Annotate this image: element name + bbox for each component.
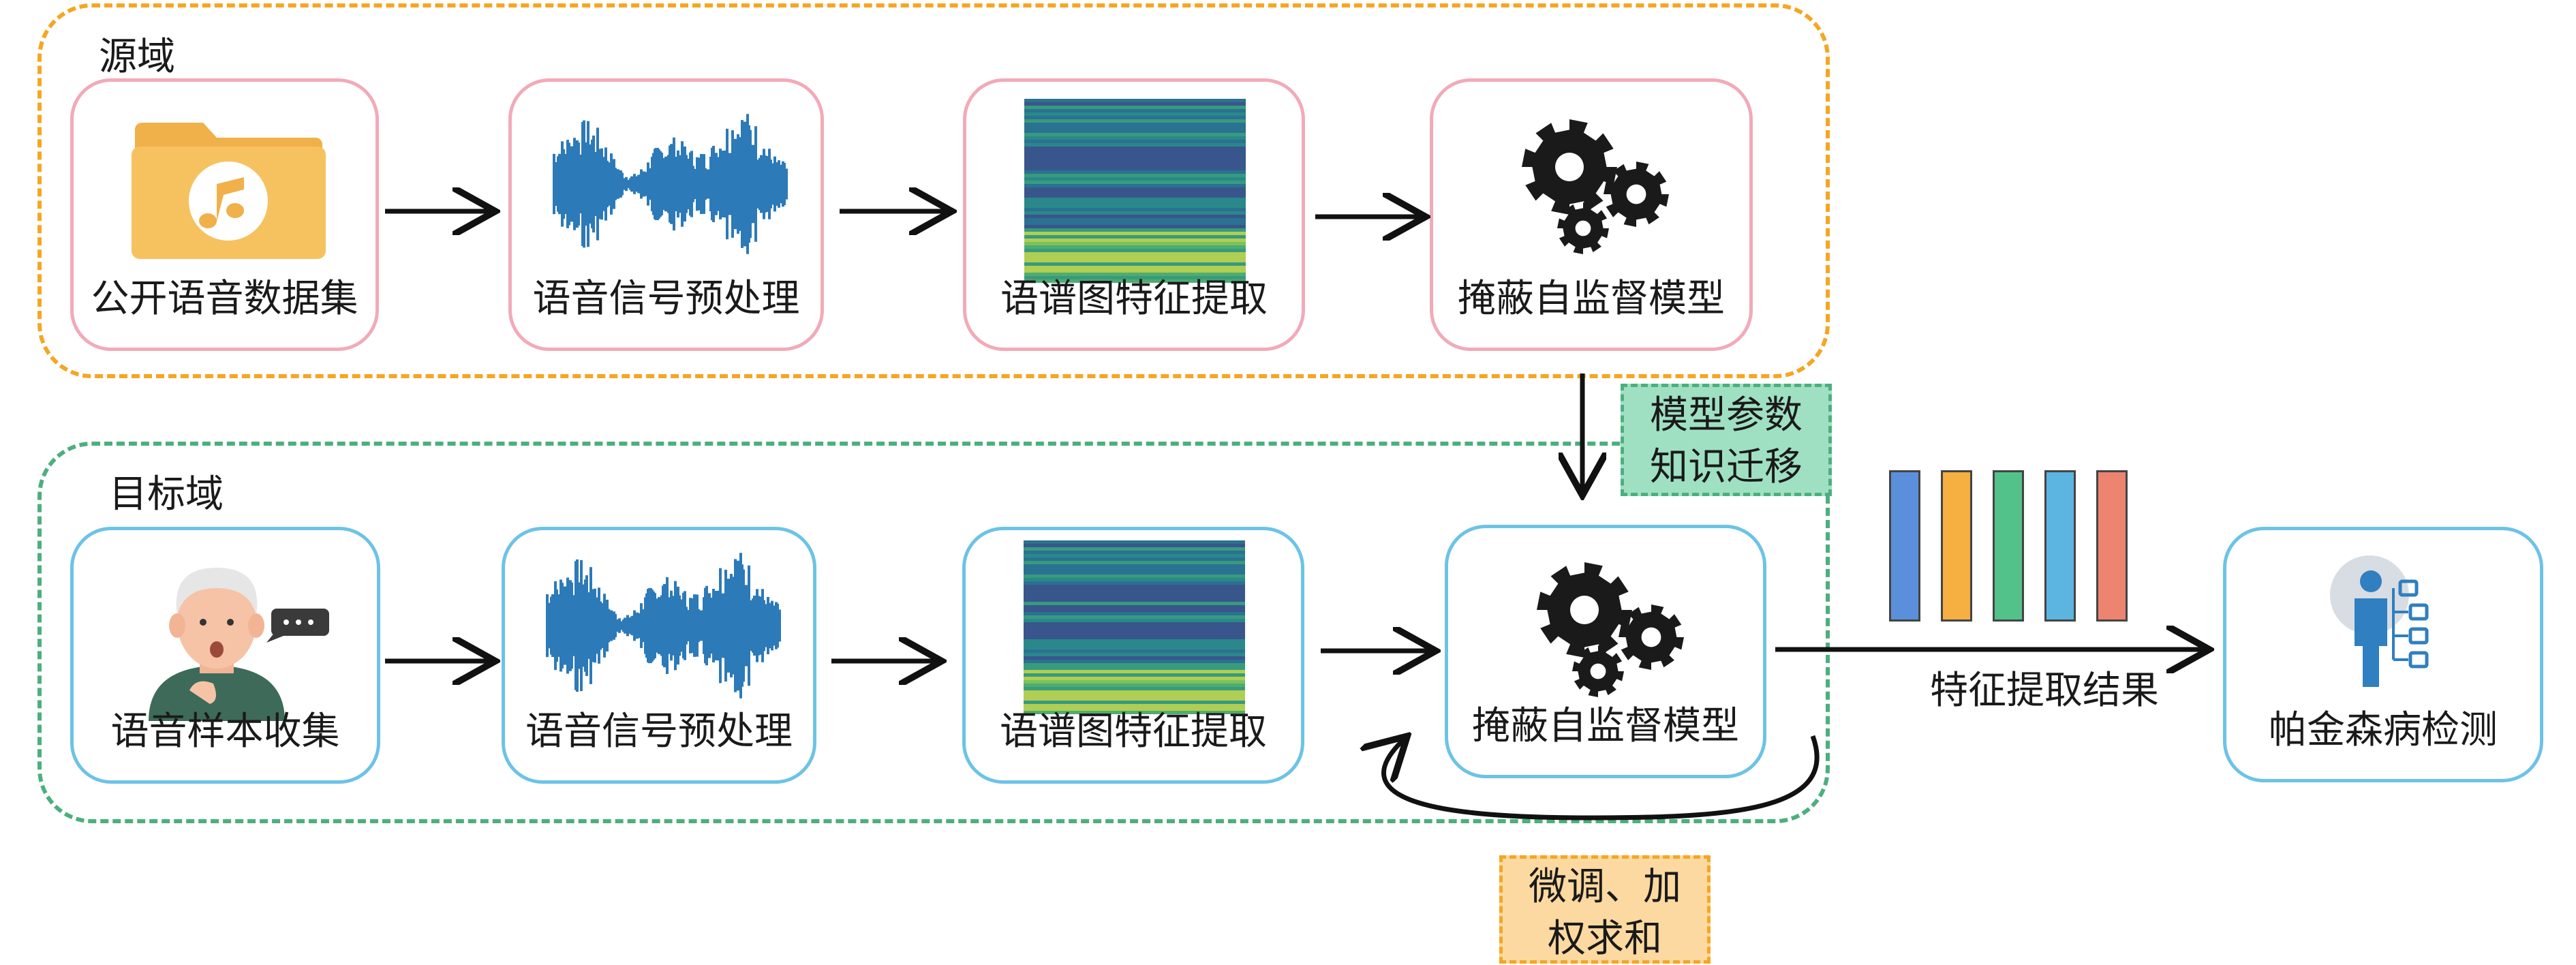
waveform-icon (546, 553, 781, 699)
node-public-dataset: 公开语音数据集 (70, 78, 379, 351)
node-speech-collection: 语音样本收集 (70, 527, 380, 784)
feature-bar (1993, 470, 2024, 622)
feedback-loop-arrow (1383, 736, 1820, 821)
node-pd-detection: 帕金森病检测 (2223, 527, 2543, 782)
node-label: 语音信号预处理 (525, 709, 793, 754)
node-target-spectrogram: 语谱图特征提取 (962, 527, 1304, 784)
person-analysis-icon (2330, 555, 2429, 687)
transfer-note-line1: 模型参数 (1650, 393, 1803, 438)
source-domain-region (37, 3, 1830, 378)
elderly-speaker-icon (149, 568, 329, 721)
node-label: 帕金森病检测 (2269, 708, 2498, 752)
gears-icon (1537, 562, 1684, 697)
music-folder-icon (132, 123, 326, 259)
node-target-model: 掩蔽自监督模型 (1445, 525, 1766, 778)
waveform-icon (553, 114, 788, 254)
finetune-note-line1: 微调、加 (1529, 865, 1681, 909)
node-label: 语音信号预处理 (532, 277, 800, 321)
gears-icon (1522, 119, 1669, 254)
source-domain-label: 源域 (99, 35, 175, 79)
node-source-model: 掩蔽自监督模型 (1430, 78, 1753, 351)
feature-bar (2044, 470, 2076, 622)
node-label: 公开语音数据集 (91, 277, 358, 321)
target-domain-region (37, 442, 1830, 823)
node-target-preprocess: 语音信号预处理 (502, 527, 816, 784)
node-label: 语谱图特征提取 (1000, 709, 1267, 754)
node-label: 掩蔽自监督模型 (1458, 277, 1725, 321)
node-label: 掩蔽自监督模型 (1472, 704, 1739, 748)
feature-bar (1941, 470, 1972, 622)
feature-result-label: 特征提取结果 (1930, 669, 2159, 713)
finetune-note-line2: 权求和 (1548, 917, 1662, 961)
transfer-note-line2: 知识迁移 (1650, 445, 1803, 489)
node-source-spectrogram: 语谱图特征提取 (963, 78, 1305, 351)
spectrogram-icon (1024, 540, 1245, 714)
target-domain-label: 目标域 (109, 472, 224, 517)
transfer-note: 模型参数 知识迁移 (1621, 384, 1832, 496)
node-source-preprocess: 语音信号预处理 (508, 78, 824, 351)
spectrogram-icon (1024, 99, 1246, 283)
finetune-note: 微调、加 权求和 (1499, 855, 1711, 964)
node-label: 语音样本收集 (110, 709, 340, 754)
feature-bar (1889, 470, 1920, 622)
node-label: 语谱图特征提取 (1000, 277, 1268, 321)
feature-bar (2096, 470, 2128, 622)
